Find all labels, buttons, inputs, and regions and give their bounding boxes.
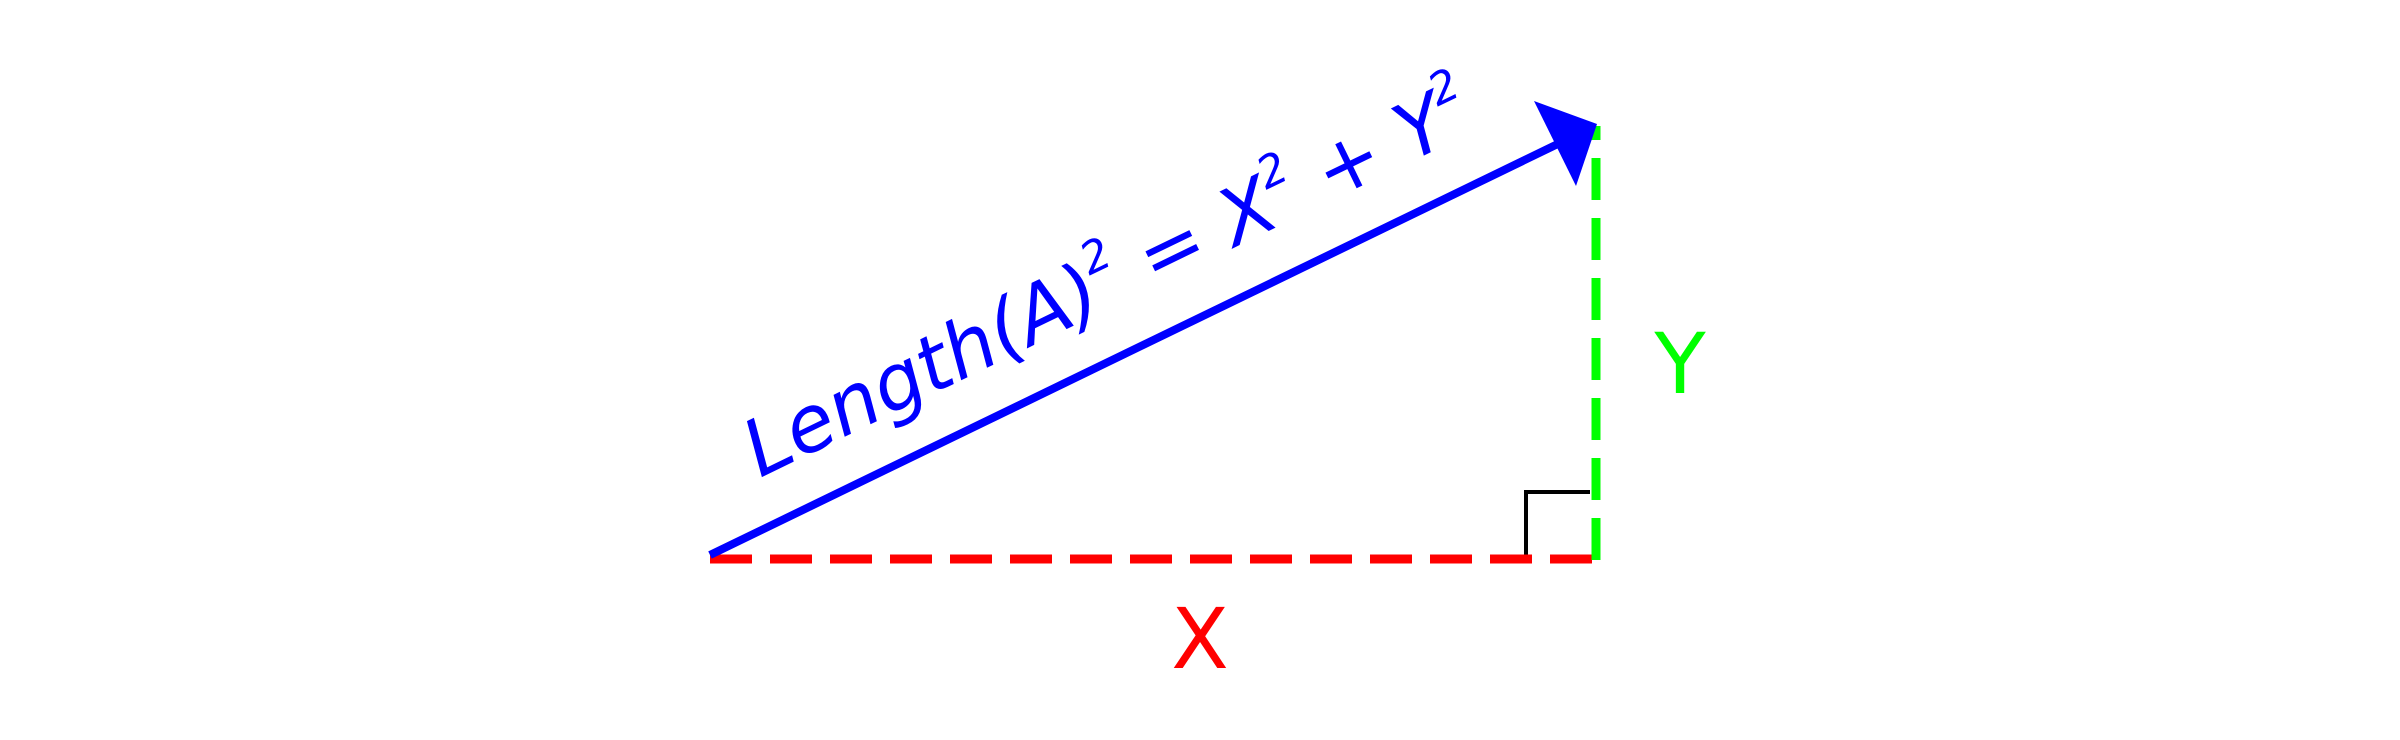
right-angle-marker	[1524, 490, 1590, 560]
y-side-label: Y	[1653, 315, 1706, 413]
hypotenuse-vector-line	[708, 136, 1568, 559]
hypotenuse-equation-label: Length(A)2 = X2 + Y2	[726, 59, 1488, 496]
x-side-label: X	[1171, 590, 1229, 688]
hypotenuse-arrowhead	[1534, 101, 1597, 186]
equation-length-a: Length(A)	[729, 246, 1114, 495]
